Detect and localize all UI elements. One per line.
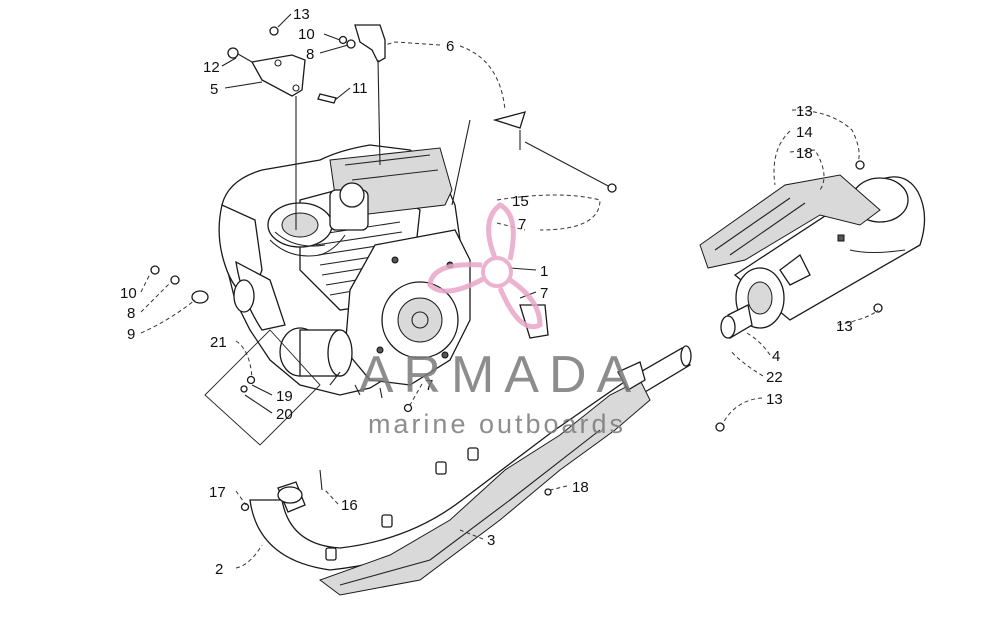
callout-21: 21 [210, 334, 227, 351]
callout-19: 19 [276, 388, 293, 405]
watermark-brand: ARMADA [359, 346, 641, 404]
callout-7: 7 [518, 216, 526, 233]
engine-stay-rod [451, 111, 617, 206]
callout-13: 13 [836, 318, 853, 335]
watermark-tagline: marine outboards [368, 409, 626, 439]
propeller-logo-icon [427, 202, 543, 330]
engine-mount-bracket-right [354, 24, 386, 166]
muffler-heat-shield [699, 174, 881, 286]
callout-18: 18 [572, 479, 589, 496]
callout-10: 10 [298, 26, 315, 43]
callout-16: 16 [341, 497, 358, 514]
callout-13: 13 [293, 6, 310, 23]
engine-assembly [218, 144, 549, 399]
carburetor [267, 182, 369, 257]
callout-8: 8 [127, 305, 135, 322]
callout-18: 18 [796, 145, 813, 162]
callout-8: 8 [306, 46, 314, 63]
callout-13: 13 [766, 391, 783, 408]
callout-15: 15 [512, 193, 529, 210]
exhaust-heat-shield [318, 361, 651, 596]
callout-22: 22 [766, 369, 783, 386]
callout-10: 10 [120, 285, 137, 302]
callout-6: 6 [446, 38, 454, 55]
callout-7: 7 [425, 377, 433, 394]
callout-5: 5 [210, 81, 218, 98]
callout-labels: 13 10 8 6 12 5 11 13 14 18 15 7 1 7 10 8… [120, 6, 853, 578]
callout-2: 2 [215, 561, 223, 578]
callout-20: 20 [276, 406, 293, 423]
misc-hardware [150, 160, 883, 512]
callout-12: 12 [203, 59, 220, 76]
callout-7: 7 [540, 285, 548, 302]
oil-filter [279, 327, 353, 377]
armada-watermark: ARMADA marine outboards [359, 202, 641, 439]
exhaust-header-pipe [249, 345, 692, 571]
callout-11: 11 [352, 80, 368, 97]
callout-13: 13 [796, 103, 813, 120]
fasteners-top [227, 26, 356, 104]
callout-4: 4 [772, 348, 780, 365]
callout-14: 14 [796, 124, 813, 141]
callout-17: 17 [209, 484, 226, 501]
callout-3: 3 [487, 532, 495, 549]
leader-lines [140, 13, 879, 569]
engine-mount-bracket-left [250, 54, 306, 230]
callout-1: 1 [540, 263, 548, 280]
callout-9: 9 [127, 326, 135, 343]
